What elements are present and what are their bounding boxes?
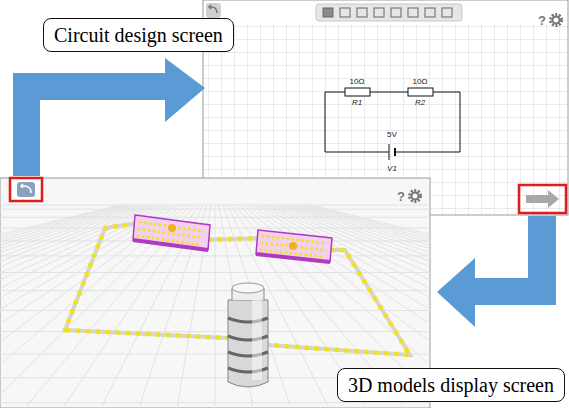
- resistance-value: 10Ω: [413, 78, 428, 86]
- battery-shine: [252, 300, 262, 380]
- tool-icon: [425, 8, 435, 17]
- resistor-symbol: [345, 88, 370, 96]
- grid-line: [0, 205, 430, 206]
- model-screen: [0, 178, 569, 408]
- caption-box: Circuit design screen: [43, 18, 234, 52]
- resistor-arrow: [289, 242, 297, 250]
- tool-icon: [442, 8, 452, 17]
- resistor-symbol: [408, 88, 433, 96]
- toolbar-icons: [323, 8, 452, 17]
- resistor-edge: [256, 254, 330, 262]
- gear-teeth: [410, 191, 421, 202]
- caption-text: Circuit design screen: [54, 22, 223, 48]
- resistor-model: [133, 215, 210, 250]
- battery-plate: [394, 148, 396, 156]
- highlight-box: [10, 178, 42, 201]
- tool-icon: [374, 8, 384, 17]
- grid-line: [0, 272, 430, 273]
- forward-button: [526, 190, 559, 208]
- tool-icon: [408, 8, 418, 17]
- floor-grid: [0, 205, 430, 408]
- help-icon: ?: [538, 14, 546, 27]
- grid-line: [0, 255, 430, 256]
- gear-icon: [551, 15, 562, 26]
- circuit-schematic: [325, 88, 460, 160]
- part-name: V1: [387, 165, 397, 173]
- resistor-model: [256, 230, 332, 262]
- caption-text: 3D models display screen: [348, 372, 554, 398]
- resistor-dots: [138, 222, 203, 245]
- gear-icon: [410, 191, 421, 202]
- resistance-value: 10Ω: [350, 78, 365, 86]
- gear-ring: [553, 17, 560, 24]
- grid-line: [0, 290, 430, 291]
- battery-body: [228, 300, 268, 387]
- grid-line: [0, 228, 430, 229]
- back-arrow: [209, 5, 217, 13]
- highlight-box: [519, 185, 566, 213]
- battery-top: [232, 283, 264, 293]
- part-name: R1: [352, 99, 362, 107]
- transition-arrow: [437, 216, 556, 327]
- grid-line: [0, 310, 430, 311]
- grid-line: [0, 217, 430, 218]
- grid-line: [0, 209, 430, 210]
- tool-icon: [323, 8, 333, 17]
- resistor-arrow: [168, 224, 176, 232]
- tool-icon: [357, 8, 367, 17]
- resistor-dots: [261, 236, 325, 257]
- back-icon: [206, 3, 221, 18]
- toolbar: [316, 4, 462, 21]
- voltage-value: 5V: [387, 131, 397, 139]
- help-icon: ?: [397, 190, 405, 203]
- gear-ring: [412, 193, 419, 200]
- wire: [325, 92, 460, 152]
- battery-model: [228, 283, 268, 387]
- grid-line: [0, 402, 430, 403]
- back-icon: [17, 182, 35, 197]
- caption-box: 3D models display screen: [337, 368, 565, 402]
- gear-teeth: [551, 15, 562, 26]
- resistor-body: [256, 230, 332, 262]
- back-arrow: [21, 184, 31, 193]
- battery-plate: [389, 144, 390, 160]
- part-name: R2: [415, 99, 425, 107]
- resistor-body: [133, 215, 210, 250]
- transition-arrow: [13, 58, 205, 176]
- tool-icon: [391, 8, 401, 17]
- tool-icon: [340, 8, 350, 17]
